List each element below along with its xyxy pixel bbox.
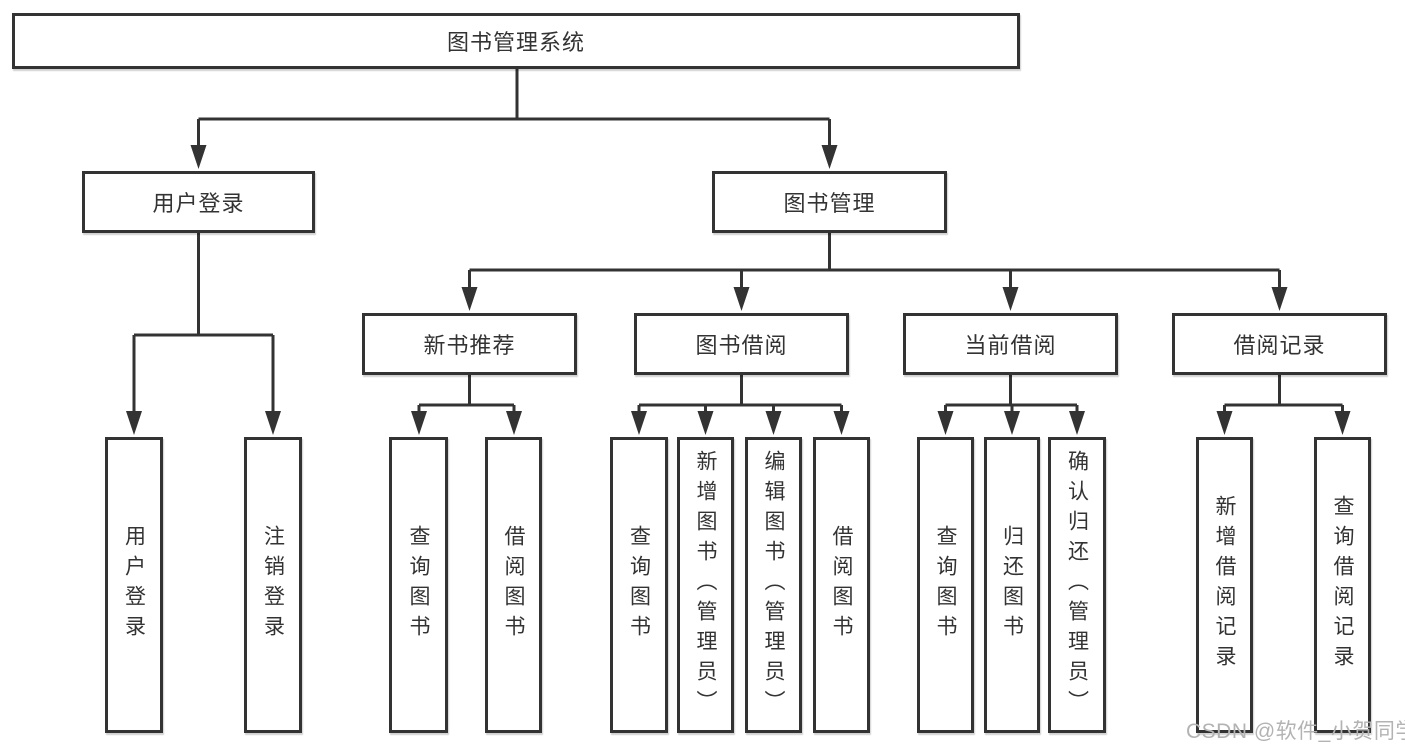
leaf-label: 借阅图书 [502,525,525,645]
leaf-query-borrow-record: 查询借阅记录 [1314,437,1371,733]
node-label: 借阅记录 [1233,333,1326,358]
node-user-login: 用户登录 [82,171,315,233]
leaf-label: 确认归还（管理员） [1065,450,1089,720]
leaf-return-book: 归还图书 [984,437,1040,733]
leaf-label: 编辑图书（管理员） [762,450,785,720]
node-label: 图书借阅 [695,333,788,358]
node-current-borrowing: 当前借阅 [903,313,1118,375]
leaf-edit-book-admin: 编辑图书（管理员） [745,437,802,733]
leaf-logout: 注销登录 [244,437,302,733]
leaf-label: 查询图书 [934,525,957,645]
leaf-label: 查询图书 [407,525,430,645]
node-label: 图书管理 [783,191,876,216]
leaf-label: 查询借阅记录 [1331,495,1354,675]
leaf-add-book-admin: 新增图书（管理员） [677,437,734,733]
leaf-borrow-books-recommend: 借阅图书 [485,437,542,733]
leaf-user-login: 用户登录 [105,437,163,733]
leaf-label: 查询图书 [627,525,651,645]
leaf-label: 注销登录 [261,525,285,645]
node-label: 图书管理系统 [446,30,585,55]
node-library-management-system: 图书管理系统 [12,13,1020,69]
leaf-query-books-recommend: 查询图书 [389,437,448,733]
leaf-query-books-borrowing: 查询图书 [610,437,668,733]
leaf-label: 新增图书（管理员） [694,450,717,720]
node-borrowing-records: 借阅记录 [1172,313,1387,375]
leaf-query-books-current: 查询图书 [917,437,974,733]
leaf-add-borrow-record: 新增借阅记录 [1196,437,1253,733]
node-label: 用户登录 [152,191,245,216]
node-label: 当前借阅 [964,333,1057,358]
leaf-borrow-books-borrowing: 借阅图书 [813,437,870,733]
node-book-borrowing: 图书借阅 [634,313,849,375]
leaf-label: 借阅图书 [830,525,853,645]
node-new-book-recommendation: 新书推荐 [362,313,577,375]
csdn-watermark: CSDN @软件_小贺同学 [1186,720,1405,743]
leaf-label: 归还图书 [1000,525,1024,645]
leaf-confirm-return-admin: 确认归还（管理员） [1048,437,1106,733]
leaf-label: 新增借阅记录 [1213,495,1236,675]
leaf-label: 用户登录 [122,525,146,645]
node-book-management: 图书管理 [712,171,947,233]
node-label: 新书推荐 [423,333,516,358]
